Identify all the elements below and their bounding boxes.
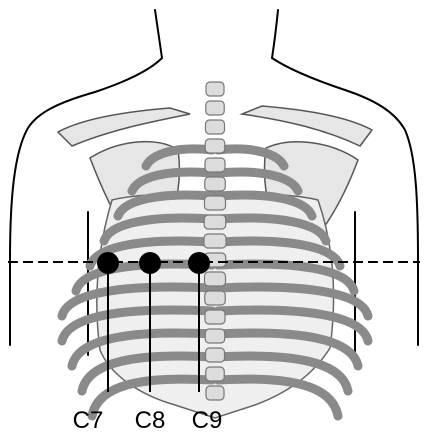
vertebra bbox=[206, 101, 225, 115]
vertebra bbox=[205, 196, 226, 210]
vertebra bbox=[205, 158, 225, 172]
electrode-c8-dot bbox=[139, 252, 161, 274]
vertebra bbox=[205, 329, 225, 343]
vertebra bbox=[206, 120, 225, 134]
vertebra bbox=[206, 367, 225, 381]
electrode-label-c7: C7 bbox=[73, 407, 104, 434]
vertebra bbox=[204, 215, 226, 229]
electrode-c9-dot bbox=[188, 252, 210, 274]
left-clavicle bbox=[58, 108, 190, 146]
vertebra bbox=[205, 177, 226, 191]
right-clavicle bbox=[242, 106, 372, 146]
spine bbox=[204, 82, 226, 400]
vertebra bbox=[205, 272, 226, 286]
vertebra bbox=[206, 348, 225, 362]
vertebra bbox=[206, 82, 224, 96]
vertebra bbox=[205, 291, 226, 305]
electrode-c7-dot bbox=[97, 252, 119, 274]
electrode-label-c8: C8 bbox=[135, 407, 166, 434]
electrode-label-c9: C9 bbox=[192, 407, 223, 434]
vertebra bbox=[205, 139, 225, 153]
vertebra bbox=[206, 386, 224, 400]
vertebra bbox=[205, 310, 225, 324]
vertebra bbox=[204, 234, 226, 248]
